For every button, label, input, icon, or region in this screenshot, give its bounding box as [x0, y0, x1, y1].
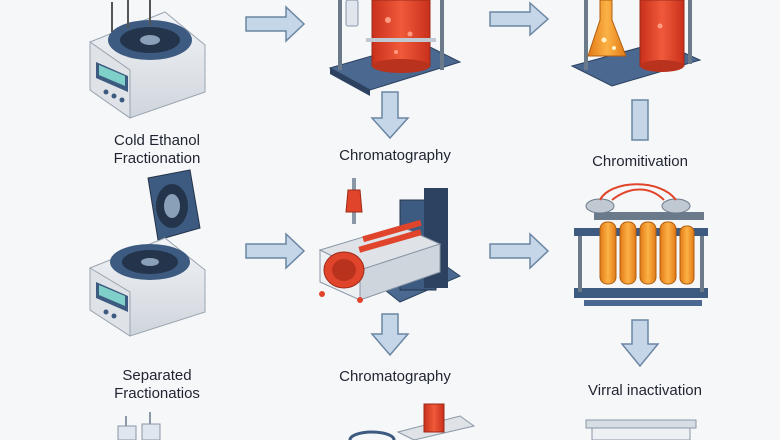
arrow-right-1 [245, 5, 306, 43]
label-separated-line2: Fractionatios [114, 385, 200, 402]
viral-inactivation-rack-icon [574, 183, 708, 306]
arrow-down-1 [370, 91, 410, 140]
arrow-down-4 [620, 319, 660, 368]
filter-partial-icon [585, 419, 697, 440]
label-cold-ethanol-line2: Fractionation [113, 150, 201, 167]
label-cold-ethanol: Cold Ethanol Fractionation [82, 132, 232, 168]
dish-partial-icon [348, 403, 476, 440]
flask-partial-icon [117, 412, 161, 440]
arrow-right-4 [489, 232, 550, 270]
label-chromatography-bottom: Chromatography [339, 368, 451, 385]
centrifuge-icon [89, 0, 206, 119]
chromatography-press-icon [318, 178, 462, 303]
label-separated: Separated Fractionatios [82, 367, 232, 403]
arrow-right-2 [489, 1, 550, 37]
label-chromitivation: Chromitivation [592, 153, 688, 170]
arrow-right-3 [245, 232, 306, 270]
label-viral-inactivation: Virral inactivation [588, 382, 702, 399]
arrow-down-2 [631, 99, 649, 141]
flasks-icon [570, 0, 702, 87]
centrifuge-open-icon [89, 169, 206, 337]
chromatography-column-icon [328, 0, 462, 96]
label-cold-ethanol-line1: Cold Ethanol [114, 132, 200, 149]
label-separated-line1: Separated [122, 367, 192, 384]
arrow-down-3 [370, 313, 410, 357]
label-chromatography-top: Chromatography [339, 147, 451, 164]
